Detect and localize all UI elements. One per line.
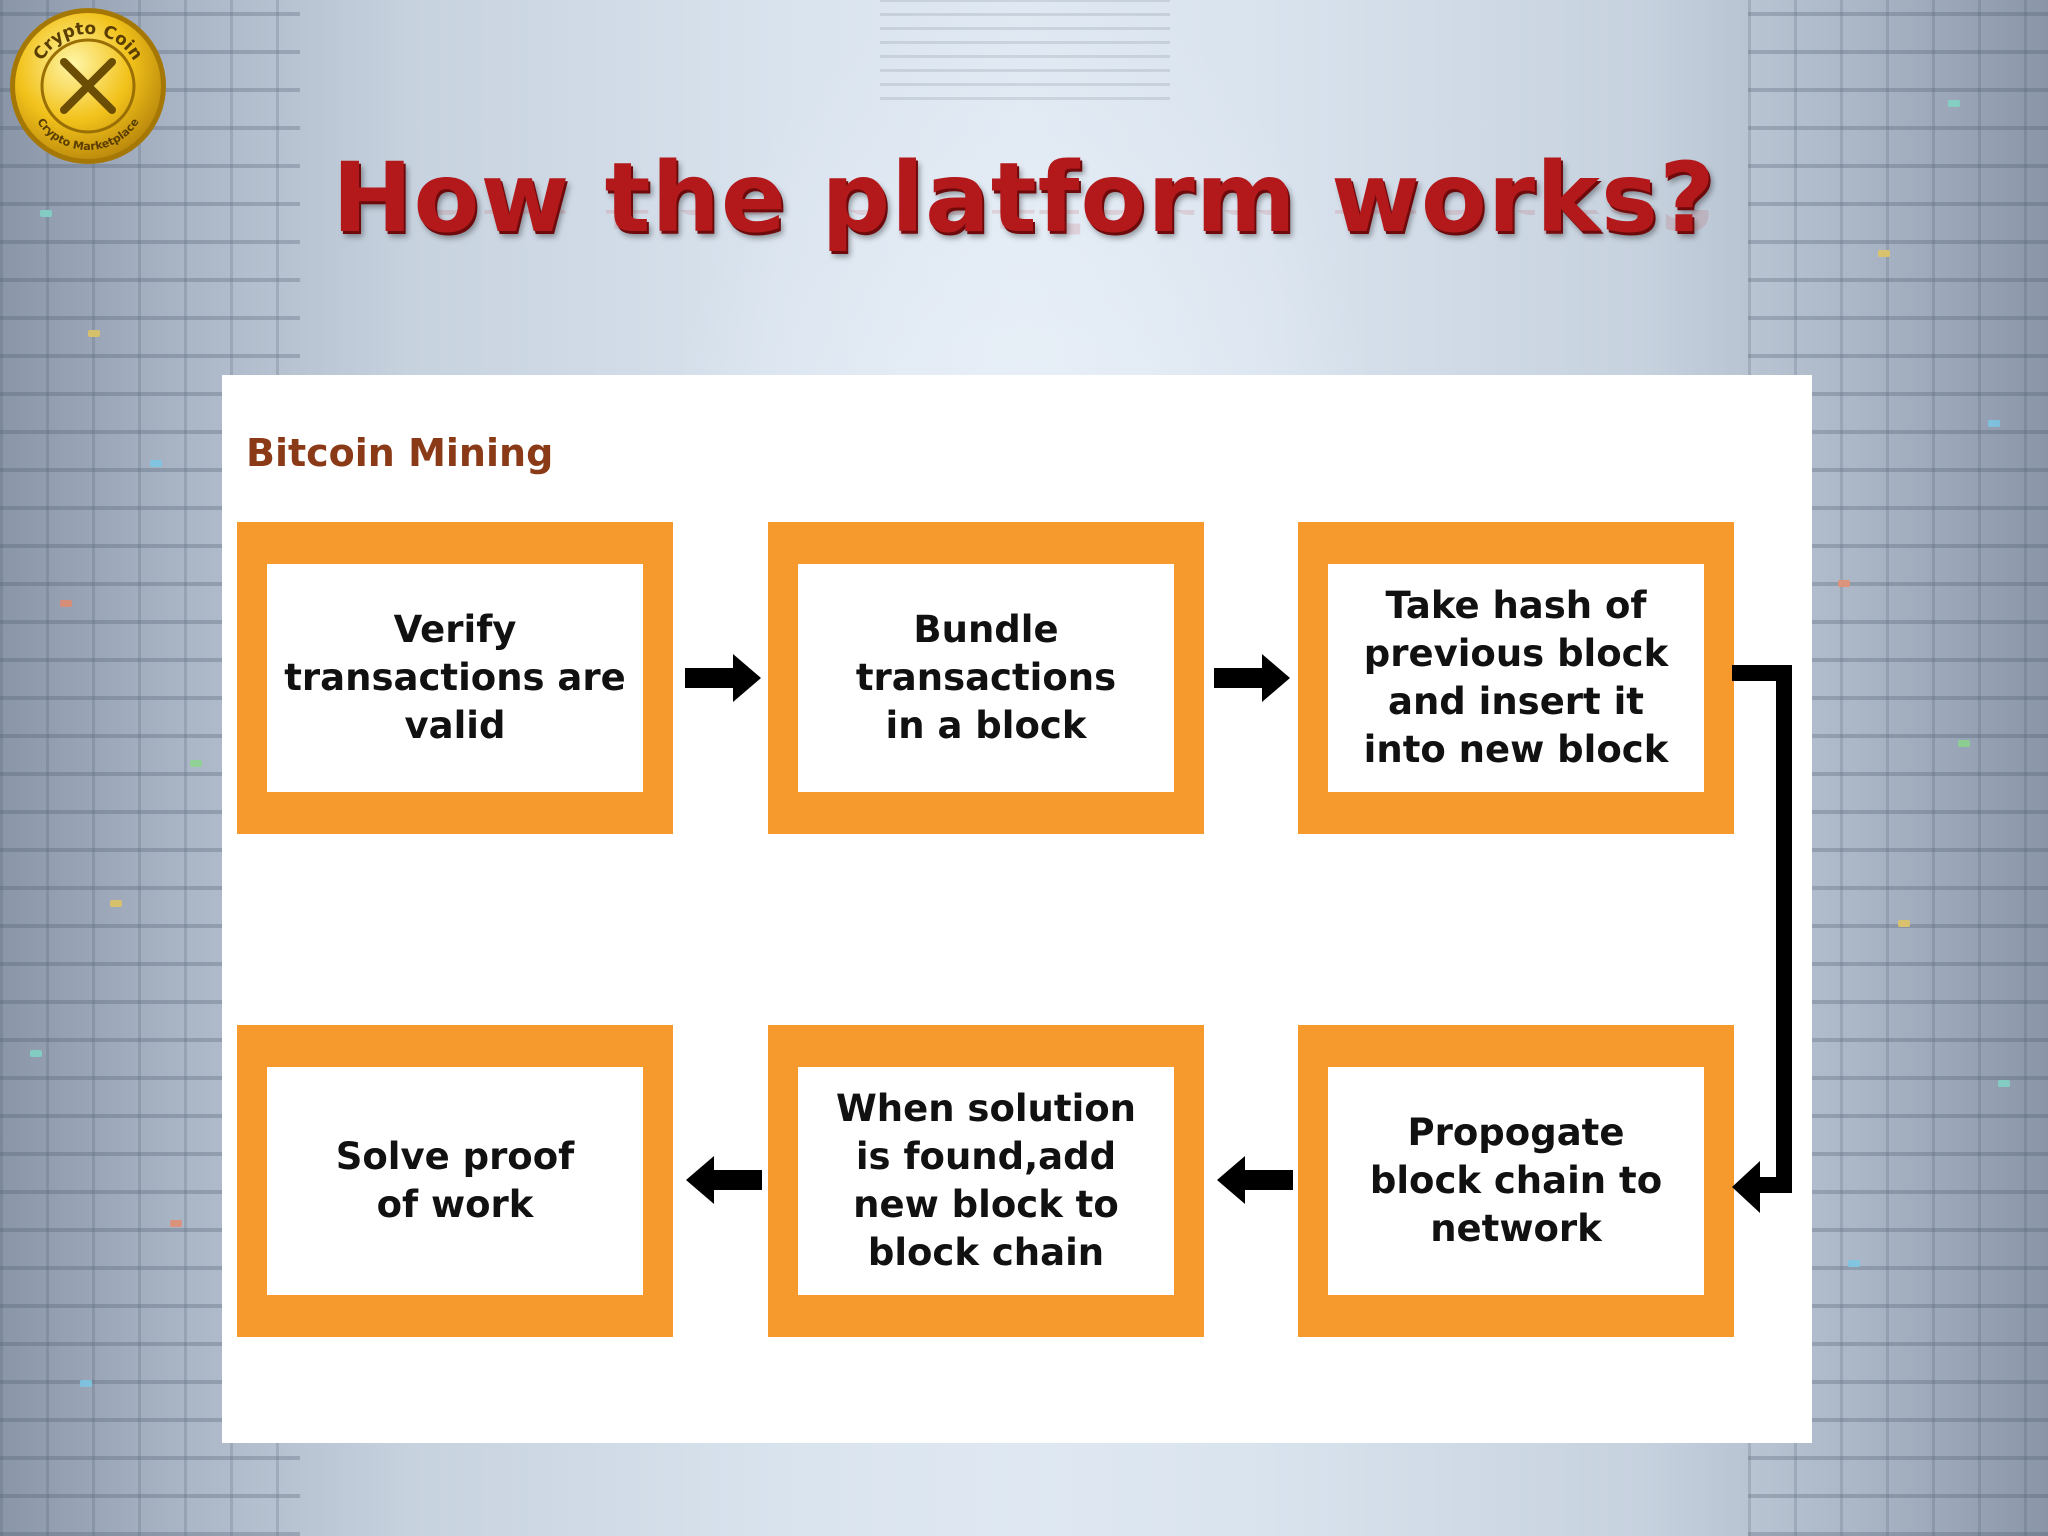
rack-led [1898, 920, 1910, 927]
ceiling-vent [880, 0, 1170, 100]
rack-led [1838, 580, 1850, 587]
step-box-inner: Solve proof of work [267, 1067, 643, 1295]
step-propagate-block-chain: Propogate block chain to network [1298, 1025, 1734, 1337]
rack-led [110, 900, 122, 907]
rack-led [1988, 420, 2000, 427]
step-text: Bundle transactions in a block [855, 608, 1117, 747]
step-solve-proof-of-work: Solve proof of work [237, 1025, 673, 1337]
pickaxe-icon [60, 58, 116, 114]
rack-led [1958, 740, 1970, 747]
step-box-inner: When solution is found,add new block to … [798, 1067, 1174, 1295]
arrow-right-icon [1214, 654, 1290, 702]
step-box-inner: Bundle transactions in a block [798, 564, 1174, 792]
rack-led [150, 460, 162, 467]
rack-led [88, 330, 100, 337]
rack-led [40, 210, 52, 217]
step-box-inner: Verify transactions are valid [267, 564, 643, 792]
step-text: Take hash of previous block and insert i… [1363, 584, 1669, 771]
rack-led [170, 1220, 182, 1227]
slide-title: How the platform works? [332, 142, 1716, 254]
arrow-left-icon [686, 1156, 762, 1204]
rack-led [60, 600, 72, 607]
step-text: When solution is found,add new block to … [835, 1087, 1137, 1274]
slide-title-reflection: How the platform works? [0, 210, 2048, 250]
arrow-down-return-icon [1732, 665, 1792, 1213]
step-bundle-transactions: Bundle transactions in a block [768, 522, 1204, 834]
step-verify-transactions: Verify transactions are valid [237, 522, 673, 834]
step-text: Solve proof of work [335, 1135, 575, 1226]
rack-led [80, 1380, 92, 1387]
bitcoin-mining-diagram: Bitcoin Mining Verify transactions are v… [222, 375, 1812, 1443]
step-add-new-block: When solution is found,add new block to … [768, 1025, 1204, 1337]
arrow-left-icon [1217, 1156, 1293, 1204]
crypto-coin-logo: Crypto Coin Crypto Marketplace [10, 8, 166, 164]
step-text: Propogate block chain to network [1369, 1111, 1663, 1250]
arrow-right-icon [685, 654, 761, 702]
rack-led [190, 760, 202, 767]
step-box-inner: Propogate block chain to network [1328, 1067, 1704, 1295]
step-box-inner: Take hash of previous block and insert i… [1328, 564, 1704, 792]
diagram-heading: Bitcoin Mining [246, 431, 554, 475]
rack-led [1848, 1260, 1860, 1267]
rack-led [1878, 250, 1890, 257]
rack-led [1948, 100, 1960, 107]
step-text: Verify transactions are valid [284, 608, 626, 747]
rack-led [1998, 1080, 2010, 1087]
rack-led [30, 1050, 42, 1057]
step-take-hash: Take hash of previous block and insert i… [1298, 522, 1734, 834]
